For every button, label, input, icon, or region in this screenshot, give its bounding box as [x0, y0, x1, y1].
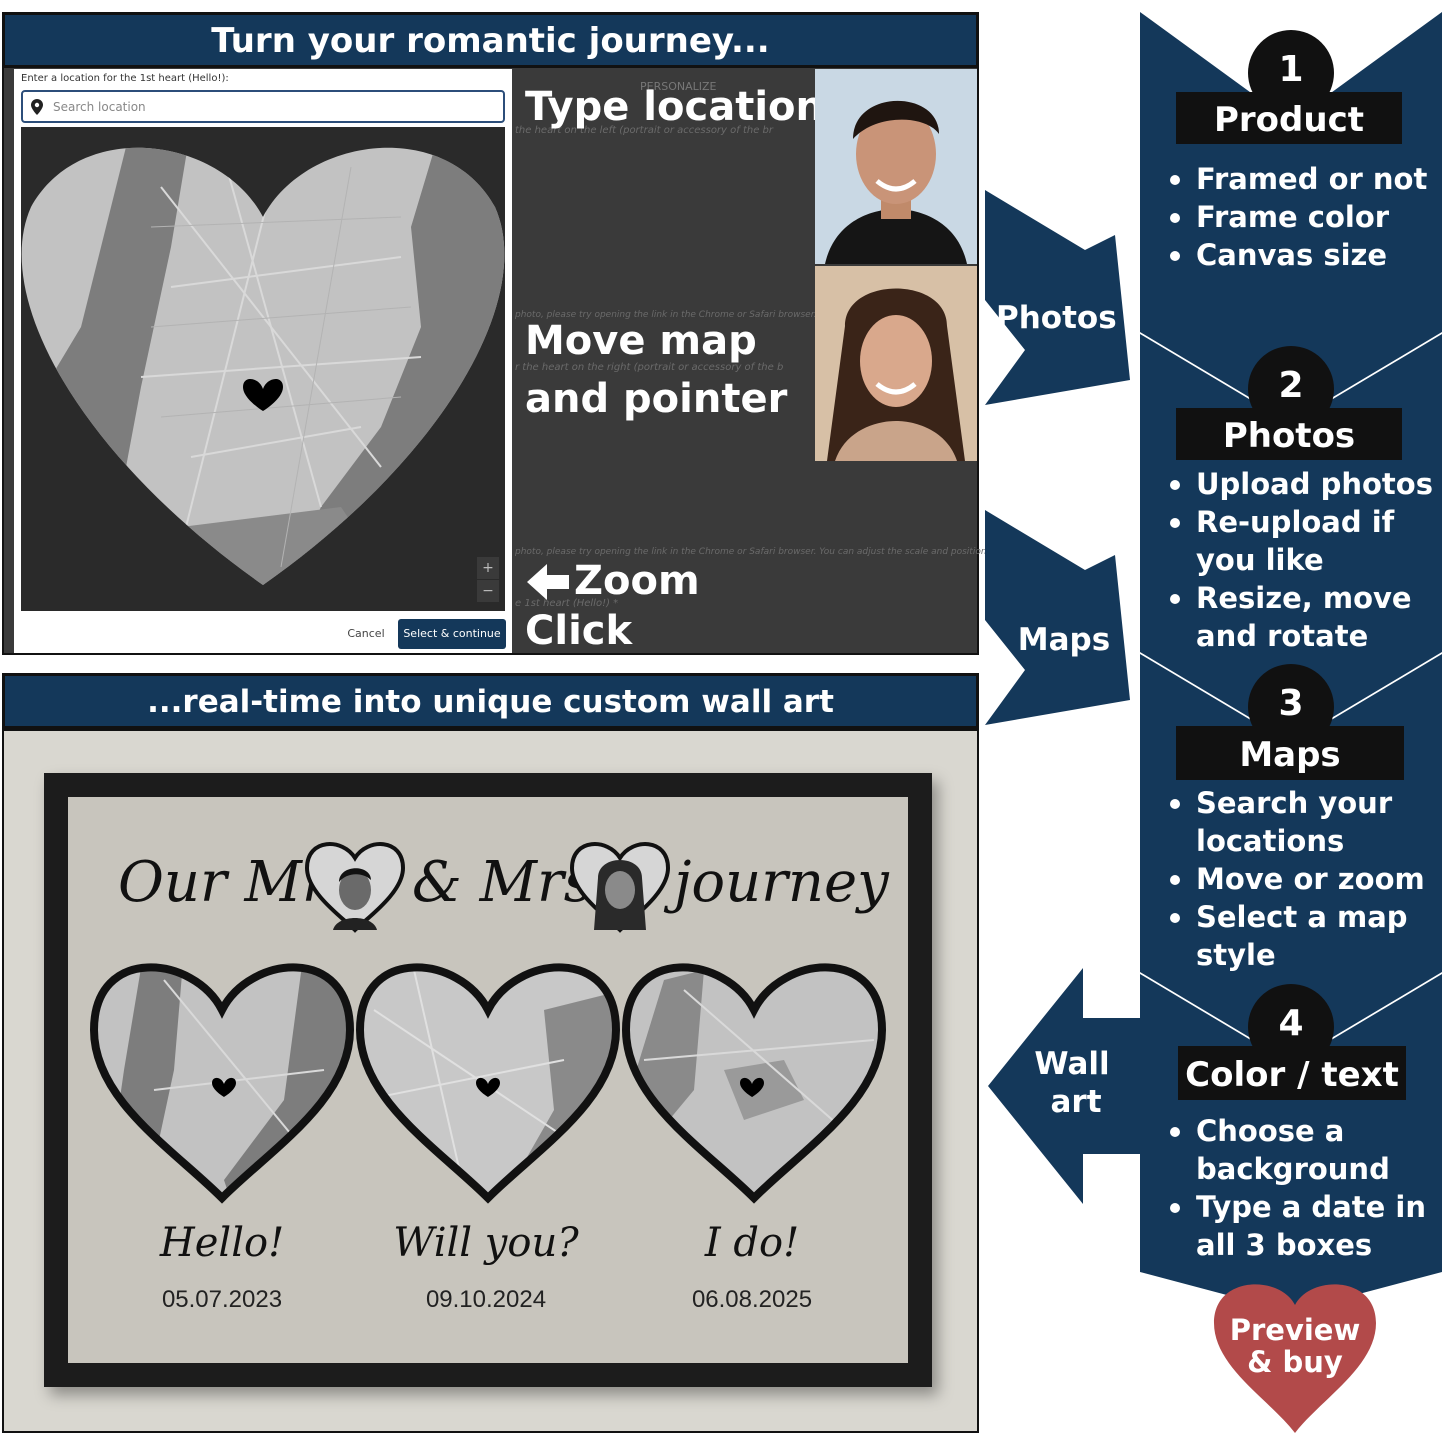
arrow-wall-art-label-2: art — [1050, 1084, 1102, 1120]
arrow-maps-label: Maps — [1017, 622, 1111, 658]
arrow-maps — [985, 510, 1135, 729]
heart-date-2: 09.10.2024 — [425, 1286, 547, 1313]
cta-line-2: & buy — [1247, 1345, 1343, 1379]
heart-map[interactable] — [21, 127, 505, 611]
move-map-label-2: and pointer — [525, 376, 788, 422]
cancel-button[interactable]: Cancel — [336, 619, 396, 649]
heart-date-1: 05.07.2023 — [161, 1286, 283, 1313]
cta-heart-icon — [1214, 1284, 1376, 1433]
search-placeholder: Search location — [53, 100, 146, 114]
poster-map-hearts — [84, 950, 894, 1214]
cta-line-1: Preview — [1229, 1313, 1361, 1347]
zoom-out-button[interactable]: − — [477, 580, 499, 602]
heart-caption-1: Hello! — [159, 1220, 285, 1266]
step-3-bullets: Search your locations Move or zoom Selec… — [1168, 784, 1438, 974]
step-1-title: Product — [1176, 92, 1402, 144]
step-3-bullet: Move or zoom — [1168, 860, 1438, 898]
step-2-title: Photos — [1176, 408, 1402, 460]
zoom-in-button[interactable]: + — [477, 557, 499, 579]
step-2-bullet: Upload photos — [1168, 465, 1438, 503]
poster-title-part3: journey — [674, 850, 889, 915]
preview-buy-button[interactable]: Preview & buy — [1210, 1275, 1380, 1435]
arrow-photos — [985, 190, 1135, 409]
left-arrow-icon — [525, 562, 571, 606]
location-pin-icon — [31, 99, 43, 119]
step-2-bullets: Upload photos Re-upload if you like Resi… — [1168, 465, 1438, 655]
photo-man — [815, 69, 977, 264]
zoom-label: Zoom — [574, 558, 700, 604]
type-location-label: Type location — [525, 84, 824, 130]
heart-caption-3: I do! — [704, 1220, 800, 1266]
step-4-bullet: Type a date in all 3 boxes — [1168, 1188, 1445, 1264]
move-map-label-1: Move map — [525, 318, 757, 364]
step-4-bullets: Choose a background Type a date in all 3… — [1168, 1112, 1438, 1264]
search-input[interactable]: Search location — [21, 90, 505, 123]
step-3-title: Maps — [1176, 726, 1404, 780]
heart-pointer-icon — [243, 378, 283, 411]
step-2-bullet: Resize, move and rotate — [1168, 579, 1426, 655]
arrow-photos-label: Photos — [996, 300, 1117, 336]
heart-caption-2: Will you? — [393, 1220, 579, 1266]
step-3-bullet: Search your locations — [1168, 784, 1416, 860]
arrow-wall-art-label-1: Wall — [1034, 1046, 1110, 1082]
poster-photo-heart-mr — [303, 838, 407, 938]
bg-right-heart-note: r the heart on the right (portrait or ac… — [515, 362, 784, 373]
step-4-title: Color / text — [1178, 1046, 1406, 1100]
map-canvas[interactable]: + − — [21, 127, 505, 611]
bg-photo-note-1: photo, please try opening the link in th… — [515, 310, 817, 320]
step-3-bullet: Select a map style — [1168, 898, 1416, 974]
bg-left-heart-note: the heart on the left (portrait or acces… — [515, 125, 774, 136]
step-1-bullet: Framed or not — [1168, 160, 1438, 198]
step-2-bullet: Re-upload if you like — [1168, 503, 1416, 579]
step-1-bullet: Frame color — [1168, 198, 1438, 236]
step-1-bullet: Canvas size — [1168, 236, 1438, 274]
click-label: Click — [525, 608, 633, 654]
poster-title-part1: Our Mr. — [118, 850, 341, 915]
location-label: Enter a location for the 1st heart (Hell… — [21, 73, 229, 84]
step-1-bullets: Framed or not Frame color Canvas size — [1168, 160, 1438, 274]
poster-photo-heart-mrs — [568, 838, 672, 938]
top-banner: Turn your romantic journey... — [2, 12, 979, 68]
bg-personalize: PERSONALIZE — [640, 80, 717, 93]
heart-date-3: 06.08.2025 — [691, 1286, 813, 1313]
bg-photo-note-2: photo, please try opening the link in th… — [515, 547, 987, 557]
arrow-wall-art — [988, 968, 1148, 1208]
bottom-banner: ...real-time into unique custom wall art — [2, 673, 979, 729]
select-continue-button[interactable]: Select & continue — [398, 619, 506, 649]
photo-woman — [815, 266, 977, 461]
bg-first-heart-label: e 1st heart (Hello!) * — [515, 598, 619, 609]
step-4-bullet: Choose a background — [1168, 1112, 1416, 1188]
